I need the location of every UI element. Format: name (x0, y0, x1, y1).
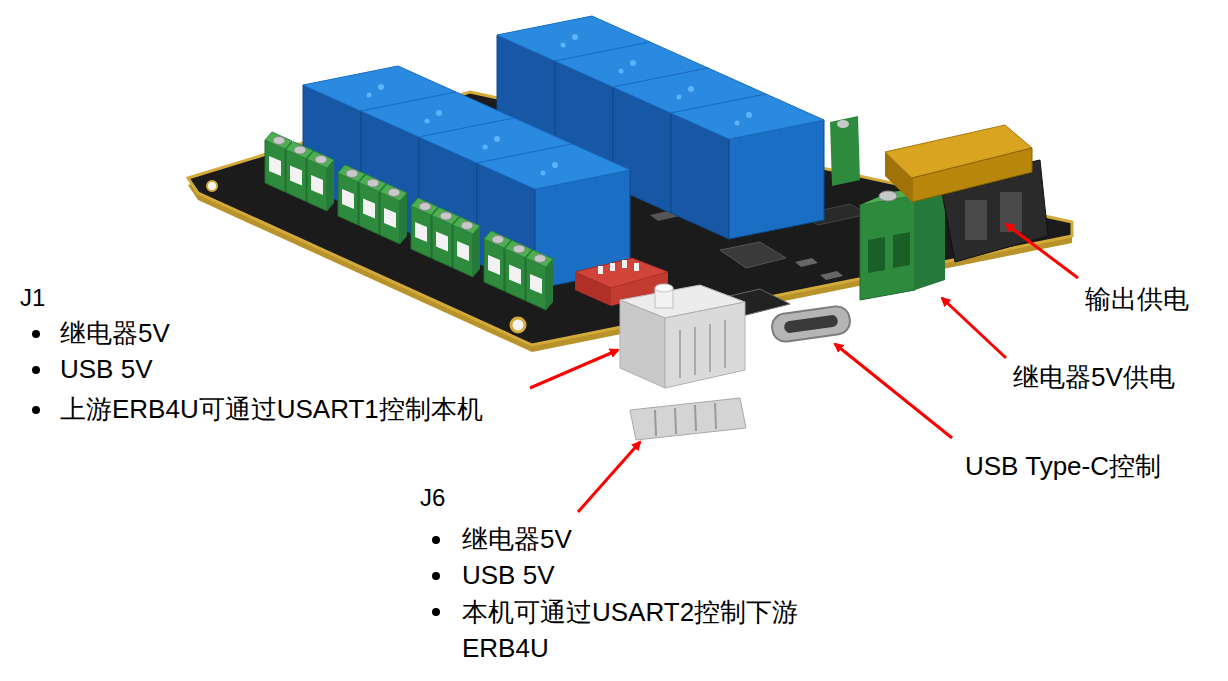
callout-label: J1 (20, 284, 45, 313)
connector-pin (695, 405, 696, 431)
bullet (432, 608, 440, 616)
callout-label: USB Type-C控制 (965, 451, 1161, 482)
callout-label: 本机可通过USART2控制下游 ERB4U (462, 594, 842, 666)
callout-label: 继电器5V (60, 318, 170, 349)
bullet (32, 330, 40, 338)
terminal-opening (868, 237, 885, 273)
power-terminal (915, 186, 945, 290)
mounting-hole (207, 181, 217, 191)
callout-label: USB 5V (462, 560, 555, 591)
bullet (32, 366, 40, 374)
dc-connector-top (912, 148, 1032, 202)
callout-label: J6 (420, 484, 445, 513)
callout-label: 继电器5V供电 (1013, 362, 1175, 393)
connector-pin (655, 410, 656, 436)
callout-label: 输出供电 (1085, 284, 1189, 315)
connector-slot (679, 330, 681, 378)
bullet (32, 406, 40, 414)
dip-knob (598, 266, 603, 274)
terminal (380, 184, 407, 244)
dc-connector-top (885, 152, 912, 202)
dip-knob (622, 260, 627, 268)
bullet (432, 536, 440, 544)
connector-slot (694, 327, 696, 375)
terminal (526, 250, 553, 310)
button-post (655, 284, 673, 292)
leader-arrow (530, 350, 618, 388)
callout-label: 继电器5V (462, 524, 572, 555)
connector-slot (709, 324, 711, 372)
dc-connector-detail (965, 200, 987, 240)
dip-knob (634, 263, 639, 271)
leader-arrow (942, 298, 1006, 358)
terminal-block (830, 116, 860, 186)
leader-arrow (835, 344, 952, 438)
power-terminal (860, 195, 915, 300)
j1-connector (620, 300, 665, 388)
terminal (307, 151, 334, 211)
connector-slot (724, 320, 726, 368)
usb-c-port (783, 314, 838, 333)
j1-connector (665, 302, 745, 388)
terminal-screw (837, 120, 849, 128)
j6-connector (630, 398, 746, 440)
smd-part (820, 271, 843, 280)
terminal (453, 217, 480, 277)
bullet (432, 572, 440, 580)
connector-pin (675, 408, 676, 434)
usb-c-port (770, 305, 851, 344)
callout-label: 上游ERB4U可通过USART1控制本机 (60, 394, 483, 425)
ic-chip (720, 242, 786, 268)
relay (671, 94, 824, 239)
smd-part (795, 258, 818, 267)
leader-arrow (578, 442, 640, 512)
connector-pin (715, 403, 716, 429)
terminal-screw (879, 191, 897, 201)
leader-arrow (1006, 224, 1078, 278)
callout-label: USB 5V (60, 354, 153, 385)
terminal-opening (893, 232, 910, 268)
dip-knob (610, 263, 615, 271)
mounting-hole (511, 318, 525, 332)
dip-switch (575, 272, 611, 306)
